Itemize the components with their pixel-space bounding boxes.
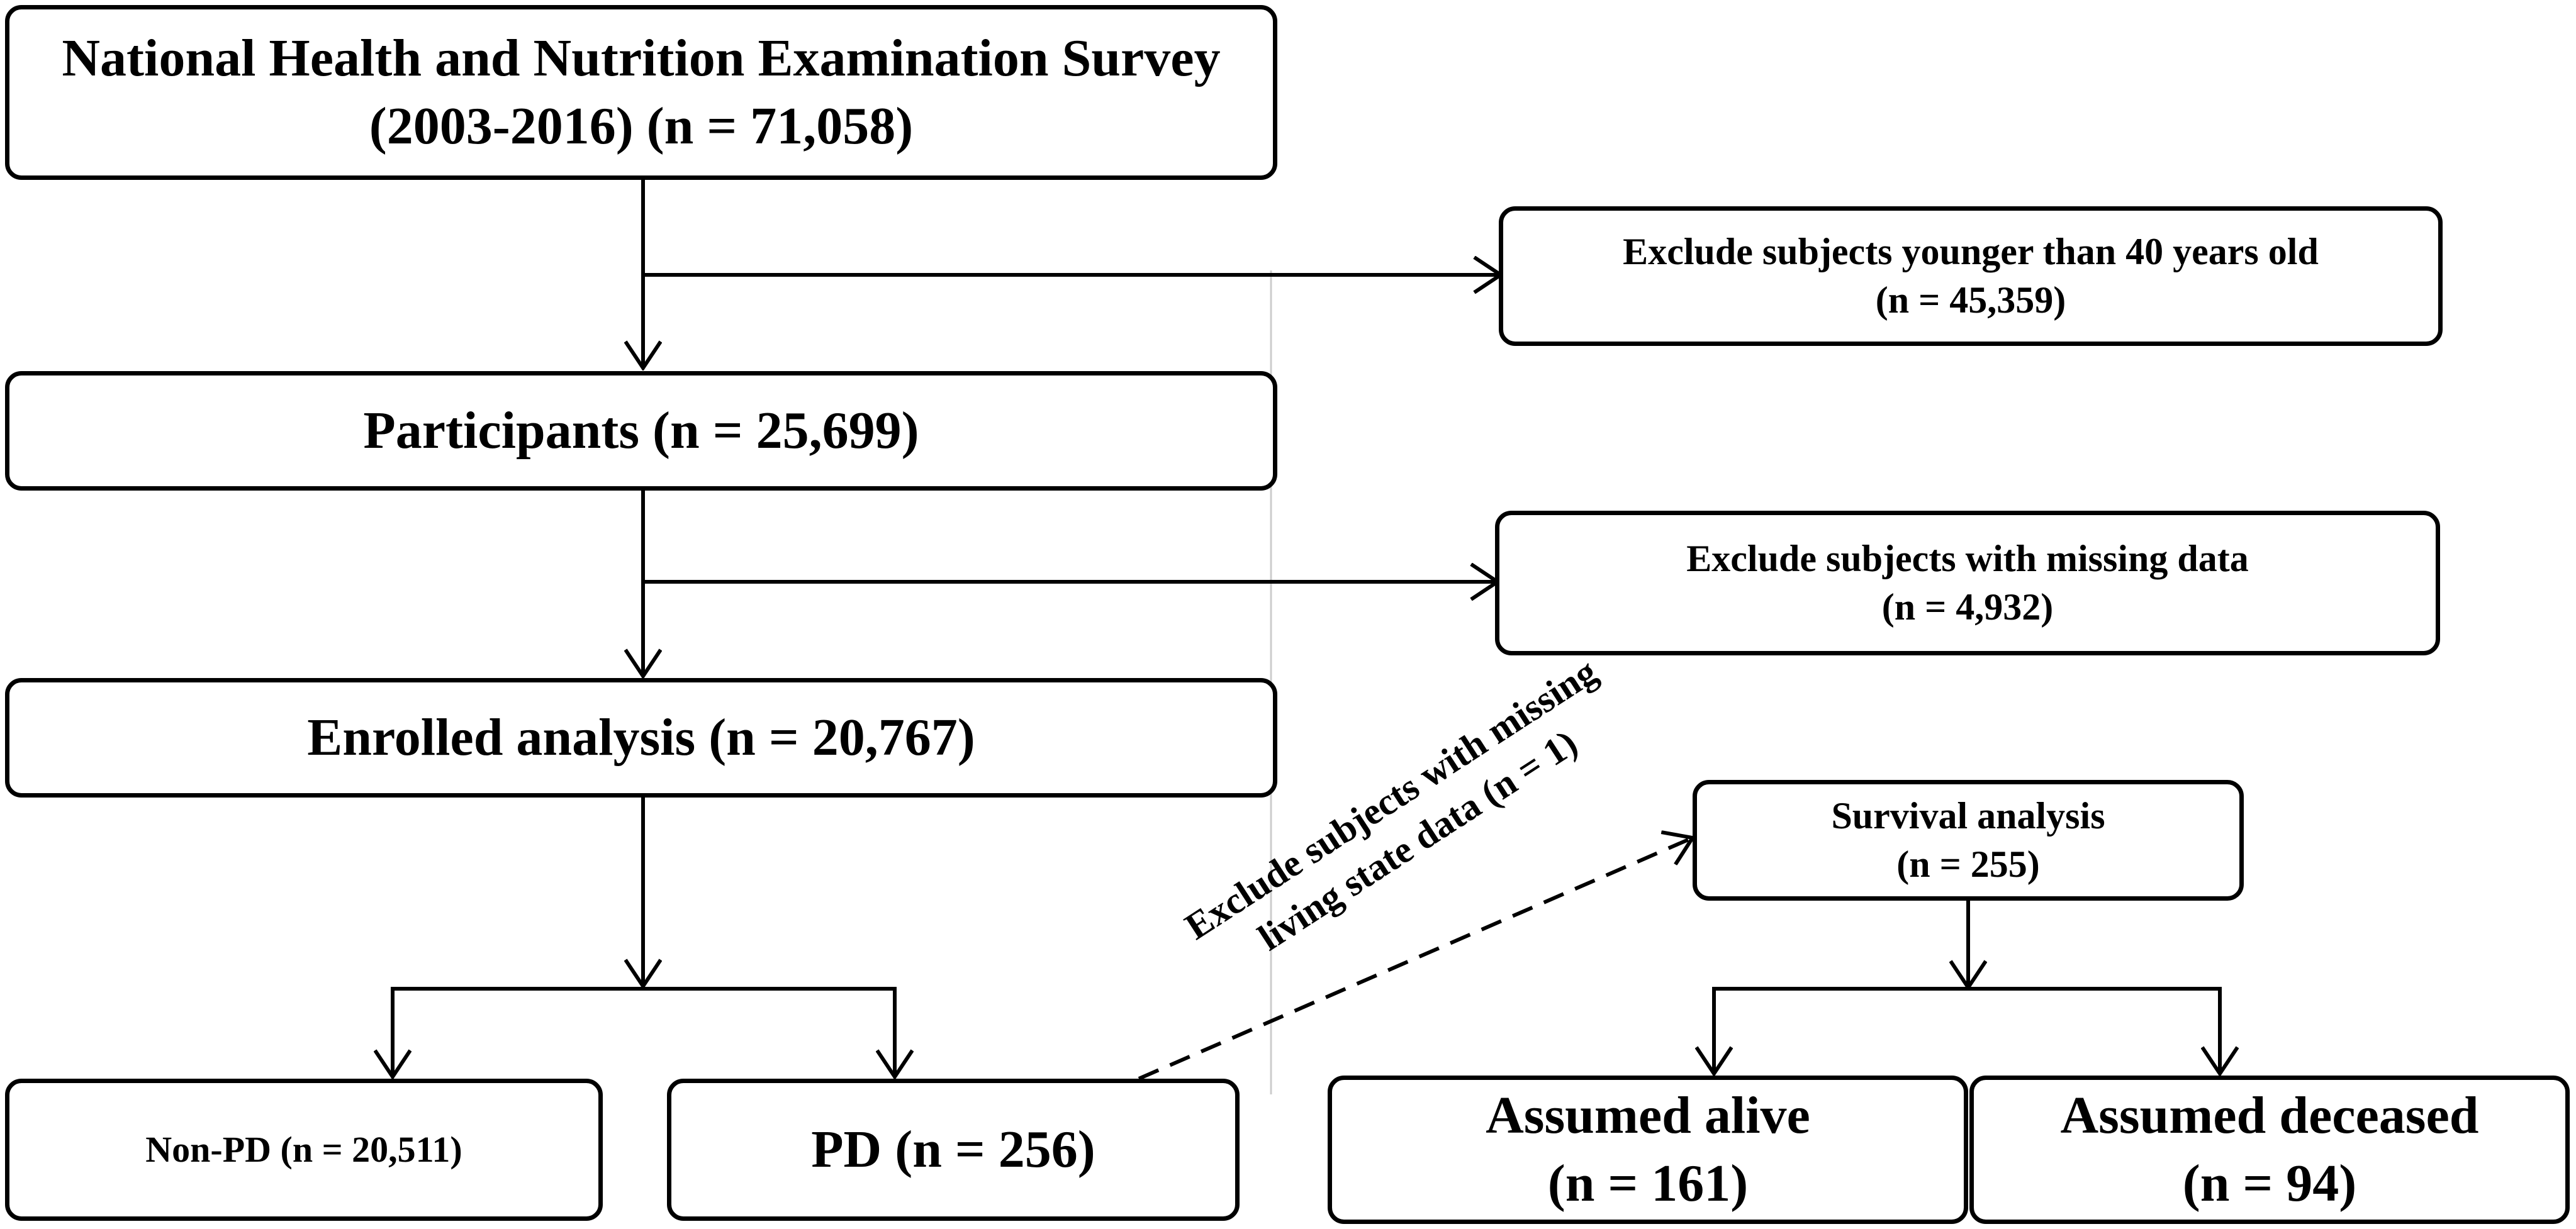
box-alive-line1: Assumed alive <box>1486 1086 1810 1145</box>
box-enrolled-line1: Enrolled analysis (n = 20,767) <box>307 708 975 767</box>
box-exclude-age-line2: (n = 45,359) <box>1875 279 2066 321</box>
box-survival-line1: Survival analysis <box>1831 795 2105 837</box>
box-participants: Participants (n = 25,699) <box>5 371 1277 491</box>
box-exclude-age-line1: Exclude subjects younger than 40 years o… <box>1623 231 2319 273</box>
box-non-pd-line1: Non-PD (n = 20,511) <box>145 1128 462 1170</box>
box-non-pd: Non-PD (n = 20,511) <box>5 1079 603 1221</box>
box-exclude-missing: Exclude subjects with missing data (n = … <box>1495 511 2440 655</box>
box-survival-line2: (n = 255) <box>1896 843 2040 885</box>
box-deceased-line2: (n = 94) <box>2182 1154 2357 1213</box>
box-deceased: Assumed deceased (n = 94) <box>1969 1076 2570 1224</box>
box-nhanes: National Health and Nutrition Examinatio… <box>5 5 1277 180</box>
box-nhanes-line1: National Health and Nutrition Examinatio… <box>62 29 1221 88</box>
box-alive: Assumed alive (n = 161) <box>1328 1076 1968 1224</box>
box-pd-line1: PD (n = 256) <box>811 1120 1095 1179</box>
box-pd: PD (n = 256) <box>667 1079 1240 1221</box>
box-survival: Survival analysis (n = 255) <box>1693 780 2244 901</box>
box-nhanes-line2: (2003-2016) (n = 71,058) <box>369 97 914 155</box>
box-alive-line2: (n = 161) <box>1547 1154 1749 1213</box>
box-exclude-missing-line2: (n = 4,932) <box>1881 586 2054 628</box>
box-deceased-line1: Assumed deceased <box>2060 1086 2479 1145</box>
box-exclude-missing-line1: Exclude subjects with missing data <box>1686 538 2249 580</box>
split-line-survival <box>1712 987 2222 1072</box>
box-participants-line1: Participants (n = 25,699) <box>363 401 919 460</box>
split-line-enrolled <box>391 987 897 1076</box>
box-enrolled: Enrolled analysis (n = 20,767) <box>5 678 1277 798</box>
box-exclude-age: Exclude subjects younger than 40 years o… <box>1499 206 2443 346</box>
